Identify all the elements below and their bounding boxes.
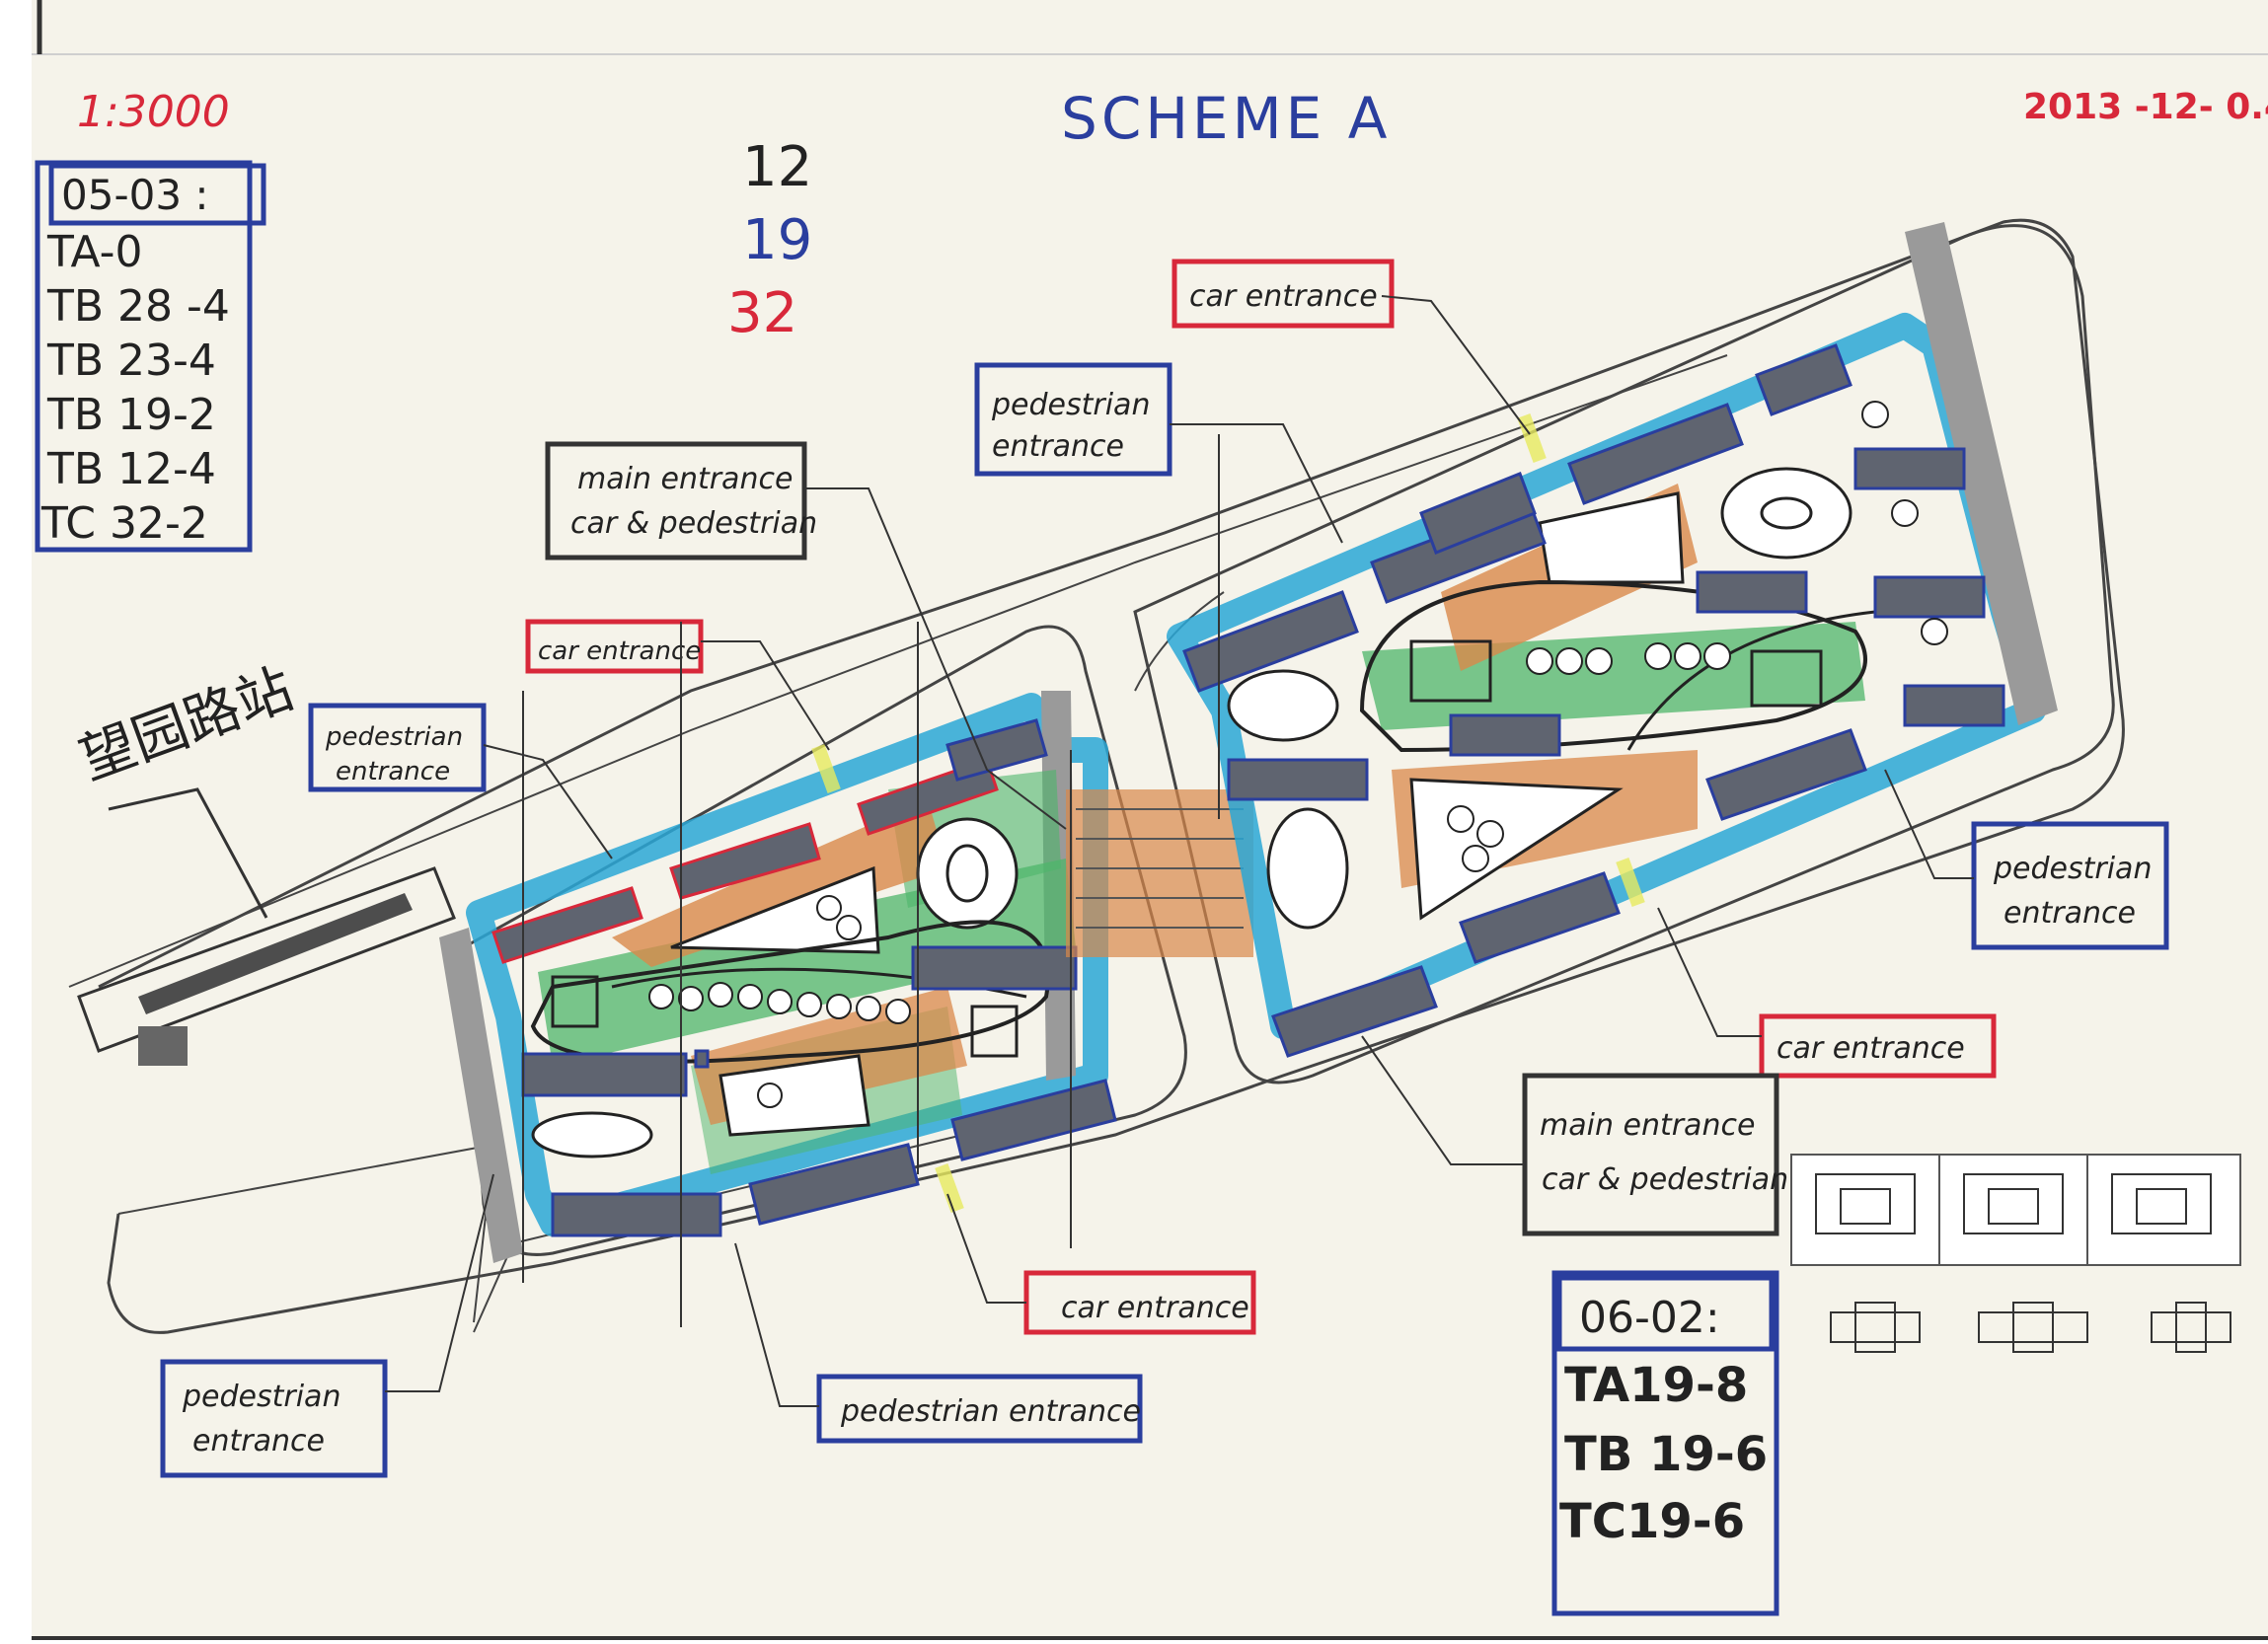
legend-left-row: TB 28 -4 <box>46 281 230 332</box>
legend-left-header: 05-03 : <box>61 171 209 219</box>
date-stamp: 2013 -12- 0.4 <box>2023 87 2268 127</box>
legend-right-header: 06-02: <box>1579 1293 1720 1343</box>
callout-text: car entrance <box>538 636 701 666</box>
callout-pedestrian-entrance-left: pedestrian entrance <box>308 703 613 859</box>
height-32: 32 <box>727 281 797 345</box>
callout-text: car entrance <box>1777 1031 1965 1066</box>
callout-text: pedestrian entrance <box>840 1394 1141 1429</box>
legend-left-row: TB 19-2 <box>46 390 216 440</box>
legend-left-row: TA-0 <box>46 227 142 277</box>
legend-left: 05-03 : TA-0 TB 28 -4 TB 23-4 TB 19-2 TB… <box>35 160 266 553</box>
legend-right: 06-02: TA19-8 TB 19-6 TC19-6 <box>1551 1270 1779 1616</box>
legend-left-row: TB 23-4 <box>46 336 216 386</box>
height-19: 19 <box>742 208 812 272</box>
callout-text: pedestrian <box>182 1380 340 1414</box>
callout-text: car entrance <box>1189 279 1378 314</box>
legend-right-row: TA19-8 <box>1564 1358 1748 1413</box>
sheet-title: SCHEME A <box>1061 85 1391 152</box>
callout-car-entrance-right: car entrance <box>1657 907 1997 1079</box>
scan-edge-left <box>0 0 32 1640</box>
west-water-ring <box>466 693 1108 1236</box>
legend-left-row: TC 32-2 <box>40 498 208 549</box>
callout-car-entrance-left: car entrance <box>525 619 830 751</box>
east-parcel-boundary <box>1133 224 2115 1084</box>
callout-text: entrance <box>336 757 450 786</box>
callout-text: main entrance <box>1540 1108 1755 1143</box>
legend-left-row: TB 12-4 <box>46 444 216 494</box>
callout-text: car & pedestrian <box>1542 1162 1788 1197</box>
callout-text: car entrance <box>1061 1291 1249 1325</box>
callout-text: pedestrian <box>991 388 1150 422</box>
legend-right-row: TB 19-6 <box>1564 1427 1768 1482</box>
callout-text: pedestrian <box>325 722 463 752</box>
legend-right-row: TC19-6 <box>1559 1494 1745 1549</box>
east-parcel <box>551 222 2058 1058</box>
callout-pedestrian-entrance-bottom-left: pedestrian entrance <box>160 1173 494 1478</box>
callout-text: car & pedestrian <box>570 506 817 541</box>
height-12: 12 <box>742 135 812 199</box>
metro-station: 望园路站 <box>72 656 456 1066</box>
scale-label: 1:3000 <box>77 87 230 137</box>
callout-text: main entrance <box>577 462 793 496</box>
callout-car-entrance-bottom: car entrance <box>946 1193 1256 1335</box>
callout-text: pedestrian <box>1993 852 2152 886</box>
callout-text: entrance <box>2003 896 2136 931</box>
callout-pedestrian-entrance-bottom: pedestrian entrance <box>734 1242 1143 1444</box>
callout-pedestrian-entrance-right: pedestrian entrance <box>1884 769 2169 950</box>
callout-main-entrance-top: main entrance car & pedestrian <box>545 441 1067 830</box>
floor-plan-thumbnail-icon <box>1790 1154 2241 1353</box>
callout-text: entrance <box>992 429 1124 464</box>
callout-pedestrian-entrance-top: pedestrian entrance <box>974 362 1343 544</box>
callout-car-entrance-top: car entrance <box>1172 259 1531 435</box>
callout-main-entrance-bottom: main entrance car & pedestrian <box>1361 1035 1788 1236</box>
leader-lines <box>522 434 1220 1327</box>
station-label: 望园路站 <box>72 656 302 792</box>
callout-text: entrance <box>192 1424 325 1458</box>
residential-block-icon <box>491 718 1048 964</box>
west-parcel <box>439 691 1253 1263</box>
